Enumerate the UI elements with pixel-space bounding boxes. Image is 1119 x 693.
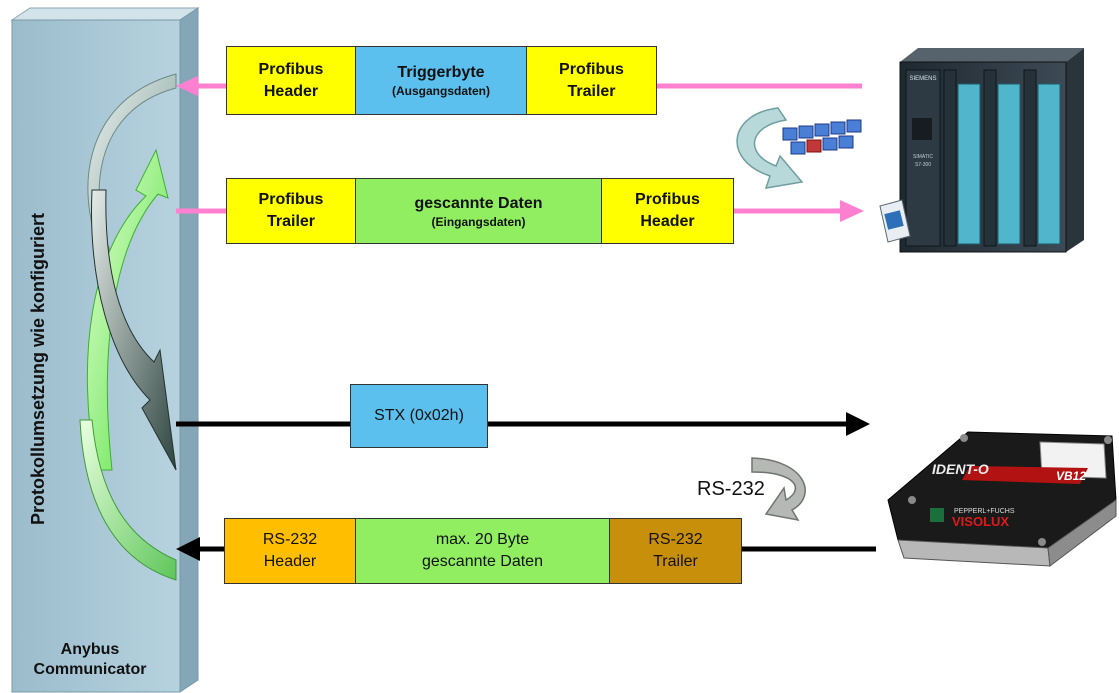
scanner-brand-text: PEPPERL+FUCHS [954, 508, 1015, 515]
frame-bottom-header: RS-232 Header [224, 518, 356, 584]
communicator-label-line1: Anybus [60, 641, 120, 658]
rs232-label: RS-232 [697, 478, 765, 500]
frame-top-trigger-sub: (Ausgangsdaten) [391, 84, 490, 98]
anybus-communicator-label: Anybus Communicator [12, 640, 168, 680]
frame-bottom-trailer-line2: Trailer [653, 553, 698, 570]
frame-second-header-line1: Profibus [635, 191, 700, 208]
frame-second-header-line2: Header [640, 213, 695, 230]
frame-bottom-data-line1: max. 20 Byte [435, 531, 530, 548]
frame-top-header-line1: Profibus [258, 60, 324, 78]
frame-bottom-header-line1: RS-232 [262, 531, 318, 548]
scanner-brand2-text: VISOLUX [952, 514, 1009, 529]
frame-second-data-main: gescannte Daten [414, 194, 543, 212]
rs232-line-data [176, 537, 876, 561]
frame-bottom-scanned-data: max. 20 Byte gescannte Daten [355, 518, 610, 584]
frame-second-trailer-line1: Profibus [258, 191, 324, 208]
frame-top-trigger-main: Triggerbyte [397, 64, 485, 81]
conversion-arrow-green [79, 419, 177, 581]
frame-second-header: Profibus Header [601, 178, 734, 244]
stx-box: STX (0x02h) [350, 384, 488, 448]
plc-exchange-arrow [736, 107, 804, 189]
frame-second-trailer-line2: Trailer [266, 213, 316, 230]
communicator-label-line2: Communicator [33, 661, 147, 678]
conversion-arrow-dark [91, 189, 177, 471]
byte-blocks-icon [782, 119, 862, 155]
frame-bottom-header-line2: Header [263, 553, 317, 570]
scanner-title-text: IDENT-O [932, 461, 989, 477]
frame-second-data-sub: (Eingangsdaten) [431, 214, 526, 229]
frame-top-header-line2: Header [263, 82, 319, 100]
frame-top-header: Profibus Header [226, 46, 356, 115]
rs232-line-stx [176, 412, 870, 436]
frame-top-triggerbyte: Triggerbyte (Ausgangsdaten) [355, 46, 527, 115]
frame-bottom-data-line2: gescannte Daten [422, 553, 543, 570]
scanner-model-text: VB12 [1056, 469, 1086, 483]
frame-second-trailer: Profibus Trailer [226, 178, 356, 244]
protocol-conversion-label: Protokollumsetzung wie konfiguriert [28, 212, 48, 526]
scanner-device: IDENT-O VB12 PEPPERL+FUCHS VISOLUX [887, 431, 1117, 567]
profibus-line-output [176, 76, 862, 96]
frame-top-trailer-line1: Profibus [559, 60, 624, 78]
siemens-plc-device: SIEMENS SIMATIC S7-300 [879, 48, 1084, 253]
profibus-line-input [176, 200, 864, 222]
frame-second-scanned-data: gescannte Daten (Eingangsdaten) [355, 178, 602, 244]
plc-brand-text: SIEMENS [909, 76, 936, 82]
stx-label: STX (0x02h) [374, 407, 464, 424]
plc-model-text: SIMATIC [913, 154, 933, 160]
frame-bottom-trailer: RS-232 Trailer [609, 518, 742, 584]
frame-top-trailer-line2: Trailer [567, 82, 616, 100]
frame-top-trailer: Profibus Trailer [526, 46, 657, 115]
rs232-exchange-arrow [751, 457, 806, 522]
frame-bottom-trailer-line1: RS-232 [648, 531, 703, 548]
plc-model2-text: S7-300 [915, 162, 931, 168]
